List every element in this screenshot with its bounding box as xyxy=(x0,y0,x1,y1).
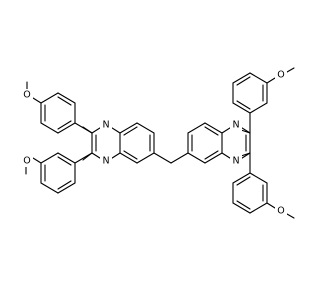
bond xyxy=(136,122,155,134)
bond xyxy=(57,152,76,164)
bond xyxy=(240,152,251,157)
bond xyxy=(249,72,268,84)
bond xyxy=(286,67,295,73)
bond xyxy=(204,152,223,164)
bond xyxy=(170,152,189,164)
bond xyxy=(123,150,138,160)
label-background xyxy=(275,69,287,81)
bond xyxy=(249,172,268,184)
bond xyxy=(123,126,138,136)
bond xyxy=(40,152,59,164)
nitrogen-atom-n4: N xyxy=(232,156,239,167)
bond xyxy=(204,122,223,134)
bond xyxy=(236,100,251,110)
atom-label-layer: N N N N O O O O xyxy=(21,69,287,217)
bond xyxy=(57,180,72,190)
bond xyxy=(57,120,72,130)
oxygen-atom-o4: O xyxy=(277,206,284,217)
oxygen-atom-o2: O xyxy=(23,156,30,167)
label-background xyxy=(100,155,112,167)
bond xyxy=(57,182,76,194)
nitrogen-atom-n2: N xyxy=(102,156,109,167)
bond xyxy=(32,157,42,164)
bond xyxy=(40,122,59,134)
bond xyxy=(232,172,251,184)
bond xyxy=(40,92,59,104)
bond xyxy=(57,96,72,106)
bond xyxy=(249,102,268,114)
bond xyxy=(119,122,138,134)
bond xyxy=(57,122,76,134)
structure-canvas: N N N N O O O O xyxy=(21,67,295,219)
nitrogen-atom-n3: N xyxy=(232,120,239,131)
bond xyxy=(266,202,276,209)
bond xyxy=(153,152,172,164)
bond xyxy=(74,122,93,134)
bond xyxy=(236,200,251,210)
bond xyxy=(136,152,155,164)
bond xyxy=(57,92,76,104)
bond xyxy=(119,152,138,164)
bond xyxy=(249,202,268,214)
label-background xyxy=(21,89,33,101)
molecule-structure-diagram: N N N N O O O O xyxy=(21,67,295,219)
bond xyxy=(40,182,59,194)
bond xyxy=(286,213,295,219)
bond xyxy=(232,202,251,214)
bond xyxy=(57,156,72,166)
bond xyxy=(187,122,206,134)
bond xyxy=(240,129,251,134)
bond xyxy=(232,72,251,84)
bond xyxy=(236,176,251,186)
bond xyxy=(266,77,276,84)
bond-layer xyxy=(25,67,295,219)
bond xyxy=(32,97,42,104)
bond xyxy=(187,152,206,164)
bond xyxy=(204,150,219,160)
label-background xyxy=(100,119,112,131)
label-background xyxy=(21,155,33,167)
label-background xyxy=(230,155,242,167)
bond xyxy=(232,102,251,114)
oxygen-atom-o1: O xyxy=(23,90,30,101)
bond xyxy=(204,126,219,136)
nitrogen-atom-n1: N xyxy=(102,120,109,131)
oxygen-atom-o3: O xyxy=(277,70,284,81)
bond xyxy=(74,152,93,164)
label-background xyxy=(230,119,242,131)
label-background xyxy=(275,205,287,217)
bond xyxy=(236,76,251,86)
